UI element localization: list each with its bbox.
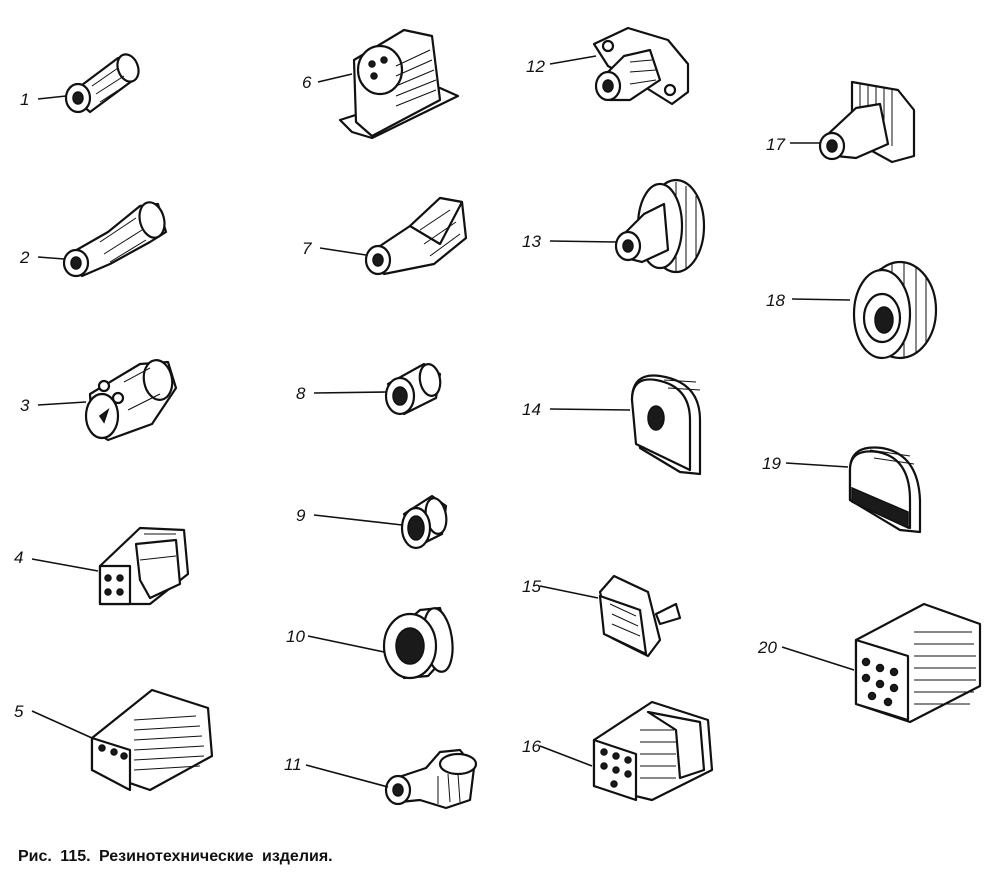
- part-label-16: 16: [522, 737, 541, 756]
- wedge-boot-icon: [364, 196, 468, 276]
- figure-caption: Рис. 115. Резинотехнические изделия.: [18, 848, 333, 865]
- flat-connector-boot-icon: [90, 688, 214, 792]
- multi-pin-connector-boot-icon: [592, 700, 714, 802]
- leader-line-14: [549, 408, 631, 411]
- part-label-5: 5: [14, 702, 24, 721]
- leader-line-1: [37, 95, 67, 100]
- part-label-2: 2: [19, 248, 30, 267]
- leader-line-7: [319, 247, 367, 256]
- part-label-7: 7: [302, 239, 312, 258]
- leader-line-2: [37, 256, 65, 260]
- elbow-boot-icon: [384, 748, 478, 810]
- thick-ring-grommet-icon: [852, 260, 938, 360]
- part-label-11: 11: [284, 755, 302, 774]
- leader-line-16: [539, 745, 593, 767]
- leader-line-13: [549, 240, 617, 243]
- ring-grommet-icon: [400, 494, 448, 550]
- part-label-12: 12: [526, 57, 545, 76]
- sleeve-grommet-icon: [64, 53, 140, 114]
- small-connector-boot-icon: [98, 526, 190, 606]
- small-bushing-icon: [384, 362, 442, 416]
- leader-line-12: [549, 55, 597, 65]
- part-label-14: 14: [522, 400, 541, 419]
- part-label-3: 3: [20, 396, 30, 415]
- d-shape-plug-icon: [848, 446, 922, 534]
- leader-line-3: [37, 401, 87, 406]
- mounting-block-icon: [338, 28, 460, 140]
- leader-line-18: [791, 298, 851, 301]
- leader-line-8: [313, 391, 387, 394]
- leader-line-15: [539, 585, 599, 599]
- leader-line-5: [31, 710, 93, 739]
- part-label-13: 13: [522, 232, 541, 251]
- leader-line-11: [305, 764, 389, 788]
- leader-line-9: [313, 514, 403, 526]
- leader-line-20: [781, 646, 855, 671]
- part-label-9: 9: [296, 506, 306, 525]
- leader-line-6: [317, 73, 353, 83]
- part-label-4: 4: [14, 548, 23, 567]
- flange-boot-icon: [592, 26, 690, 106]
- leader-line-10: [307, 635, 385, 653]
- leader-line-4: [31, 558, 99, 572]
- large-connector-boot-icon: [854, 602, 982, 724]
- bracket-boot-icon: [818, 80, 916, 164]
- tab-cap-icon: [598, 574, 682, 658]
- disc-flange-boot-icon: [614, 178, 706, 274]
- part-label-15: 15: [522, 577, 541, 596]
- part-label-20: 20: [757, 638, 777, 657]
- part-label-8: 8: [296, 384, 306, 403]
- part-label-18: 18: [766, 291, 785, 310]
- part-label-6: 6: [302, 73, 312, 92]
- plug-cap-icon: [84, 359, 178, 442]
- leader-line-19: [785, 462, 849, 468]
- large-ring-grommet-icon: [382, 606, 454, 680]
- part-label-19: 19: [762, 454, 781, 473]
- part-label-10: 10: [286, 627, 305, 646]
- part-label-17: 17: [766, 135, 785, 154]
- part-label-1: 1: [20, 90, 29, 109]
- tapered-boot-icon: [62, 201, 168, 278]
- d-shape-grommet-icon: [630, 374, 702, 476]
